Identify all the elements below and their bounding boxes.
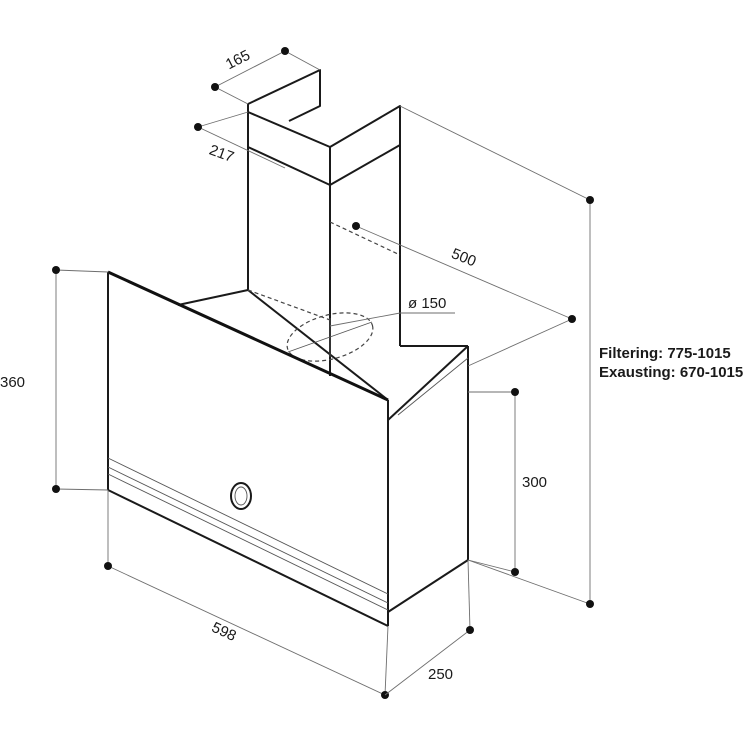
dim-label-360: 360 [0, 374, 25, 391]
chimney [247, 69, 401, 376]
dimension-diameter-150: ø 150 [329, 295, 455, 327]
duct-outlet-circle [286, 312, 374, 362]
hood-top-surface [177, 289, 468, 401]
note-exhausting: Exausting: 670-1015 [599, 364, 743, 381]
dimension-250: 250 [384, 559, 474, 696]
dim-label-598: 598 [209, 619, 239, 645]
note-filtering: Filtering: 775-1015 [599, 345, 731, 362]
dim-label-300: 300 [522, 474, 547, 491]
dimension-360: 360 [0, 266, 109, 493]
dimension-598: 598 [104, 490, 389, 699]
dim-label-250: 250 [428, 666, 453, 683]
dimension-500: 500 [352, 222, 576, 367]
dimension-overall-height: Filtering: 775-1015 Exausting: 670-1015 [399, 105, 743, 608]
control-knob [230, 482, 252, 510]
dim-label-500: 500 [449, 245, 479, 270]
dim-label-diameter: ø 150 [408, 295, 446, 312]
dimension-300: 300 [467, 388, 547, 576]
dim-label-165: 165 [223, 47, 253, 74]
hood-body [387, 345, 469, 613]
dim-label-217: 217 [207, 142, 236, 167]
hidden-lines [247, 221, 401, 362]
dimension-217: 217 [194, 111, 286, 169]
glass-front-panel [107, 270, 389, 627]
